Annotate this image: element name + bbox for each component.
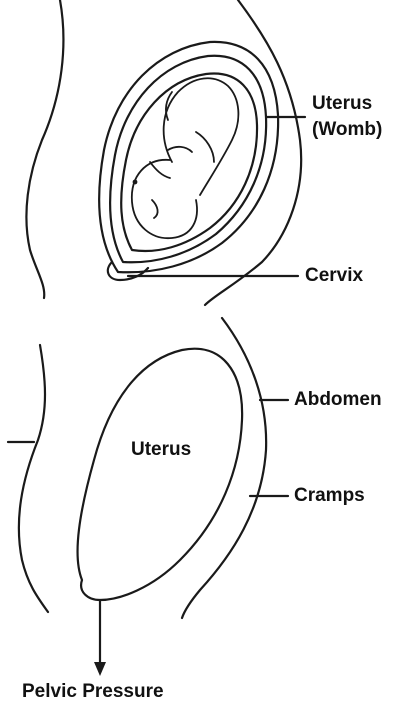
abdomen-outline-bottom [182, 318, 266, 618]
fetus [132, 78, 239, 238]
label-cramps: Cramps [294, 484, 365, 507]
pelvic-pressure-arrow-head [94, 662, 106, 676]
top-panel-drawing [26, 0, 305, 305]
back-outline-bottom [19, 345, 48, 612]
back-outline-top [26, 0, 63, 298]
label-cervix: Cervix [305, 264, 363, 287]
label-abdomen: Abdomen [294, 388, 382, 411]
label-uterus-line2: (Womb) [312, 118, 382, 141]
label-uterus-line1: Uterus [312, 92, 372, 115]
label-uterus-bottom: Uterus [131, 438, 191, 461]
uterus-bottom [78, 349, 243, 600]
label-pelvic-pressure: Pelvic Pressure [22, 680, 164, 703]
abdomen-outline-top [205, 0, 301, 305]
bottom-panel-drawing [8, 318, 288, 676]
